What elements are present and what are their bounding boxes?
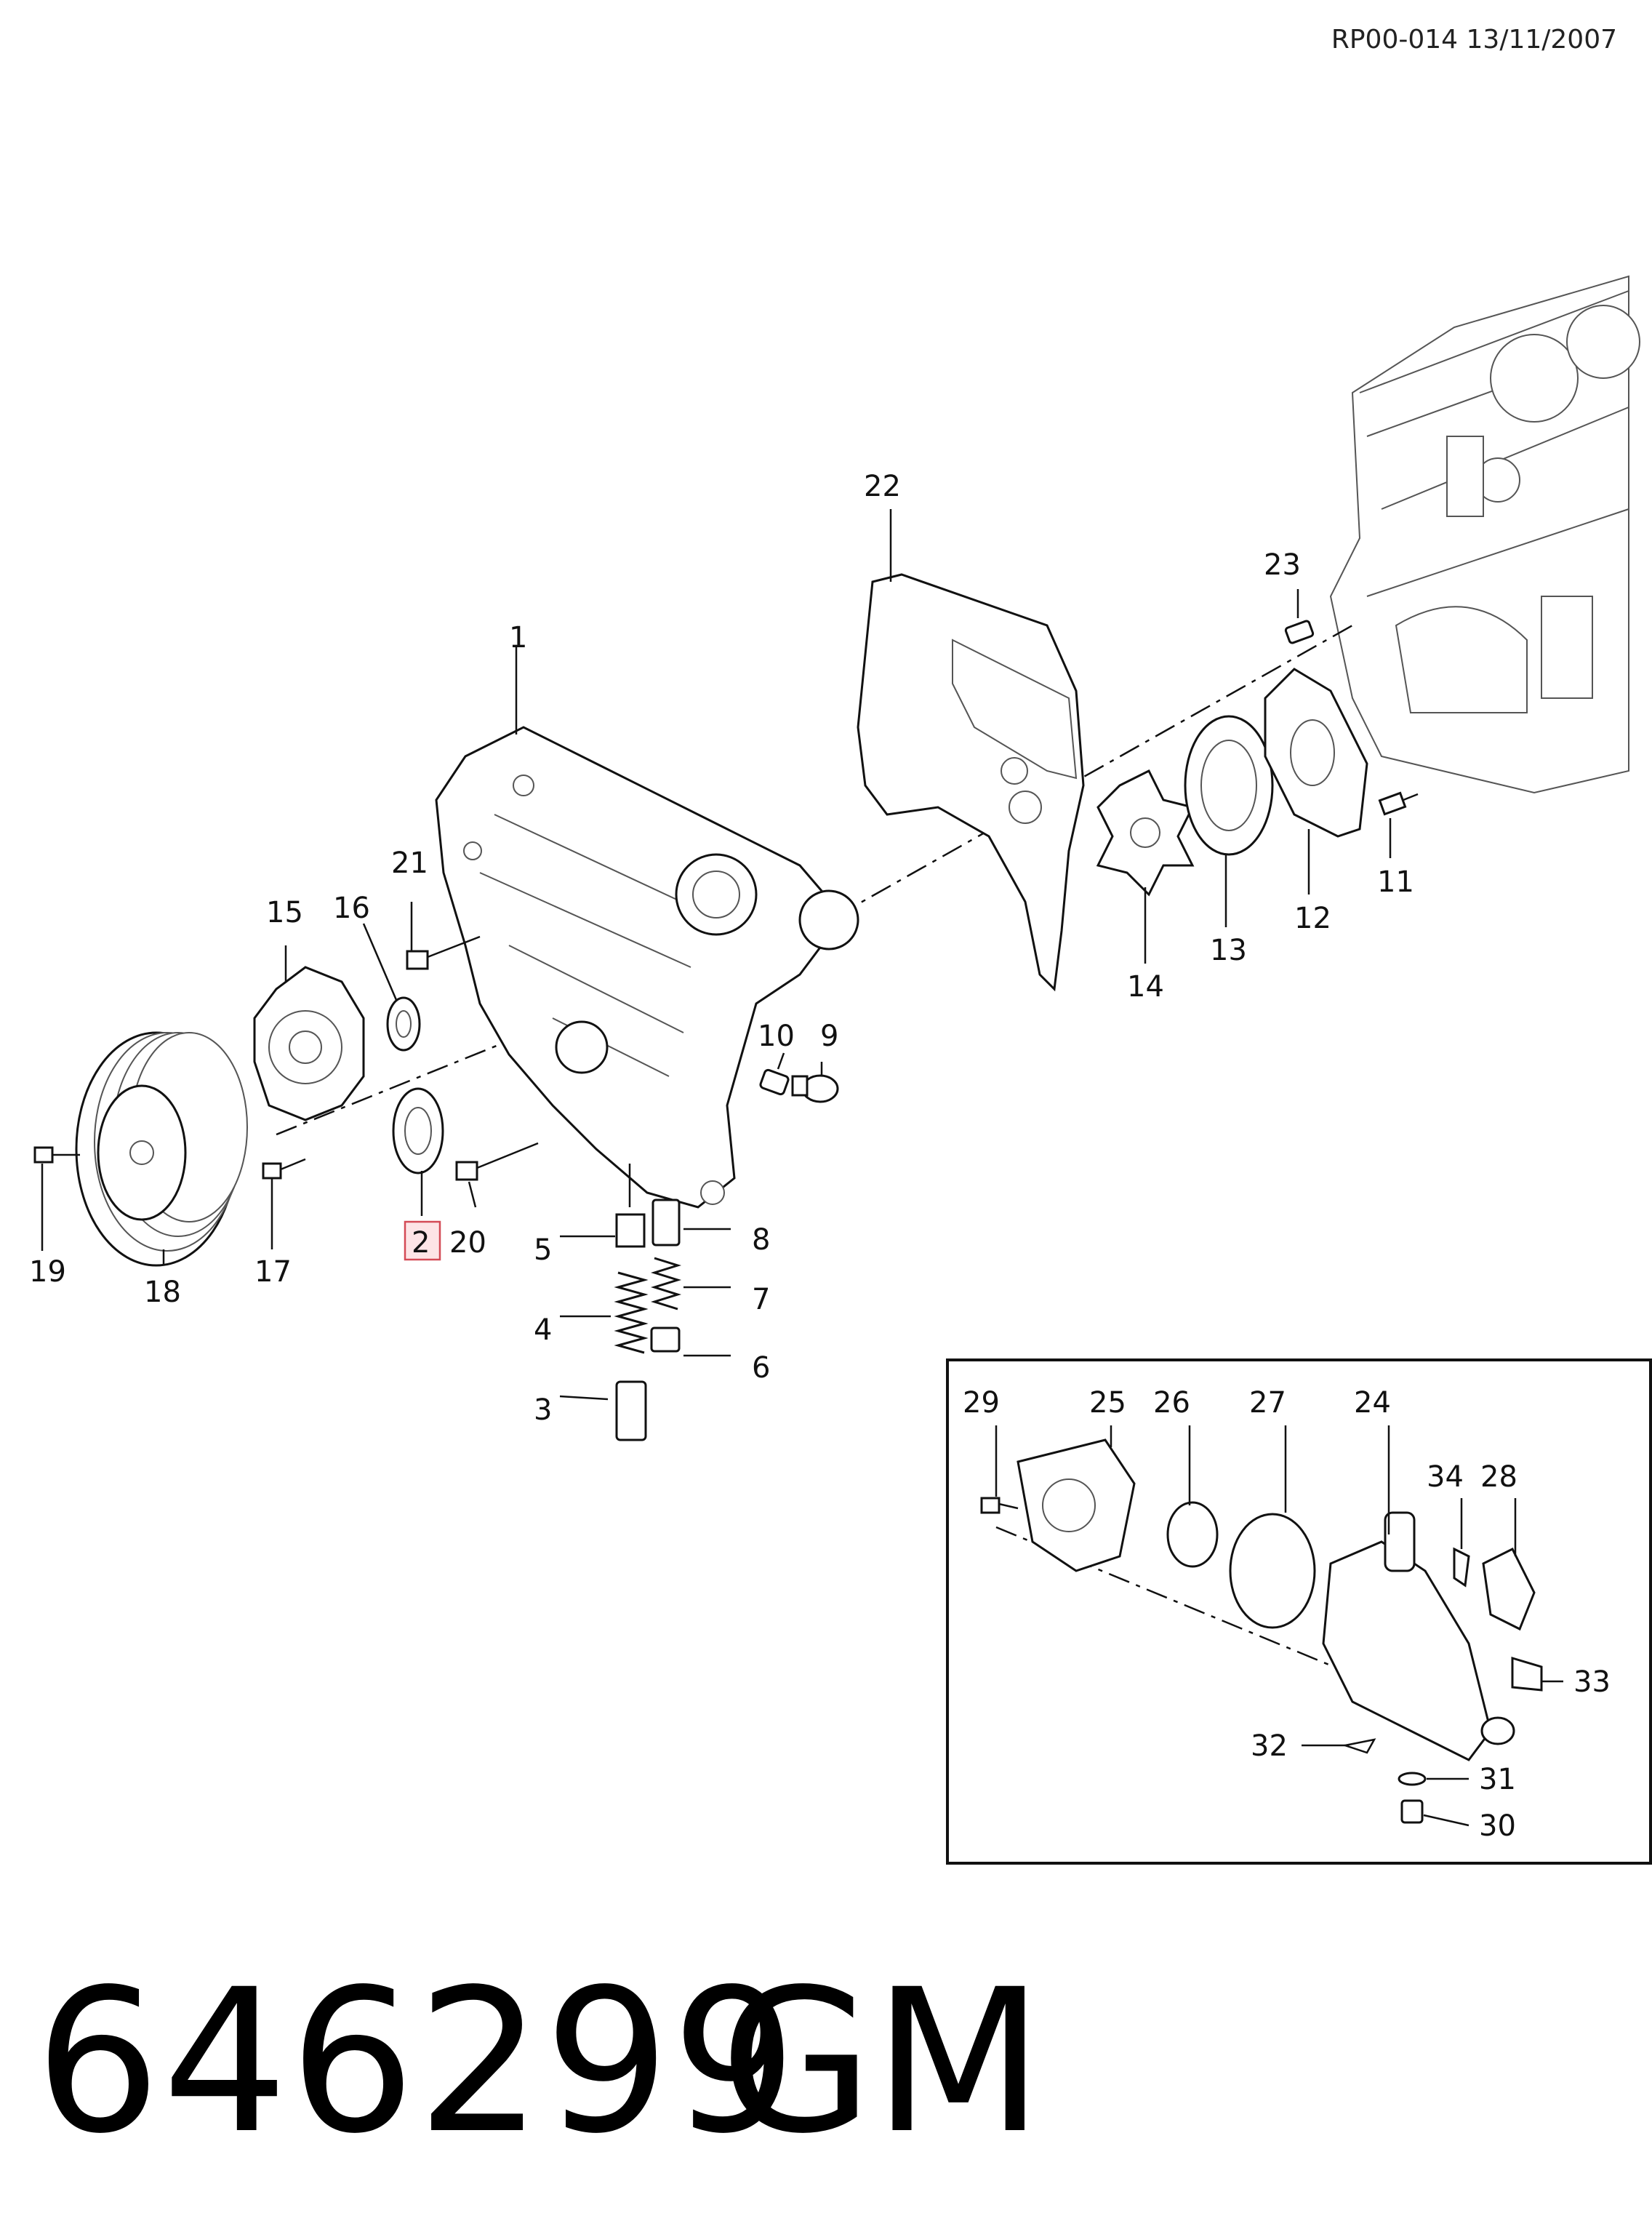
callout-26: 26	[1153, 1386, 1190, 1420]
water-pump	[253, 966, 365, 1121]
callout-15: 15	[266, 896, 303, 929]
dowel-pin	[1284, 620, 1315, 644]
thermostat	[1166, 1501, 1219, 1568]
bolt-21	[406, 935, 481, 970]
callout-27: 27	[1249, 1386, 1286, 1420]
callout-22: 22	[864, 470, 901, 503]
callout-19: 19	[29, 1255, 66, 1289]
callout-28: 28	[1480, 1460, 1517, 1494]
crankshaft-pulley	[75, 1031, 248, 1267]
seal-washer-31	[1398, 1772, 1427, 1786]
callout-6: 6	[752, 1351, 770, 1385]
callout-13: 13	[1210, 934, 1247, 967]
thermostat-housing	[1017, 1438, 1136, 1572]
clip-32	[1342, 1738, 1376, 1754]
callout-25: 25	[1089, 1386, 1126, 1420]
timing-cover-housing	[435, 726, 859, 1209]
callout-17: 17	[254, 1255, 292, 1289]
front-cover-gasket	[857, 573, 1085, 992]
callout-18: 18	[144, 1276, 181, 1309]
callout-20: 20	[449, 1226, 486, 1260]
callout-10: 10	[758, 1020, 795, 1053]
callout-23: 23	[1264, 548, 1301, 582]
bolt-29	[980, 1497, 1019, 1514]
callout-32: 32	[1251, 1729, 1288, 1763]
cover-screw	[1378, 791, 1419, 816]
callout-labels: 1 2 3 4 5 6 7 8 9 10 11 12 13 14 15 16 1…	[29, 470, 1611, 1843]
thermostat-gasket	[1229, 1513, 1316, 1629]
callout-14: 14	[1127, 970, 1164, 1004]
callout-4: 4	[534, 1313, 552, 1347]
callout-31: 31	[1479, 1763, 1516, 1796]
callout-2-highlight	[404, 1220, 441, 1261]
callout-34: 34	[1427, 1460, 1464, 1494]
callout-30: 30	[1479, 1809, 1516, 1843]
bolt-20	[455, 1142, 539, 1181]
bolt-19	[33, 1146, 80, 1164]
callout-5: 5	[534, 1233, 552, 1267]
plug-screw	[791, 1074, 839, 1103]
sensor-33	[1511, 1656, 1543, 1692]
callout-21: 21	[391, 847, 428, 880]
assembly-axis-main	[835, 624, 1353, 918]
callout-1: 1	[509, 621, 527, 655]
engine-block-drawing	[1329, 275, 1640, 794]
leader-lines	[41, 509, 1563, 1827]
callout-12: 12	[1294, 902, 1331, 935]
clip-34	[1453, 1547, 1470, 1588]
assembly-axis-pump	[276, 922, 801, 1136]
callout-7: 7	[752, 1283, 770, 1316]
drain-plug-30	[1400, 1799, 1424, 1824]
coolant-outlet-housing	[1322, 1511, 1515, 1761]
pressure-relief-valve-stack	[614, 1164, 682, 1441]
bolt-17	[262, 1158, 306, 1180]
callout-29: 29	[963, 1386, 1000, 1420]
callout-16: 16	[333, 892, 370, 925]
brand-name: GM	[720, 1948, 1044, 2177]
callout-24: 24	[1354, 1386, 1391, 1420]
seal-ring-28	[1482, 1547, 1536, 1631]
callout-9: 9	[820, 1020, 838, 1053]
callout-2: 2	[412, 1226, 430, 1260]
callout-3: 3	[534, 1393, 552, 1427]
callout-8: 8	[752, 1223, 770, 1257]
callout-11: 11	[1377, 865, 1414, 899]
part-number-title: 646299	[35, 1948, 799, 2177]
reference-code: RP00-014 13/11/2007	[1331, 25, 1617, 55]
callout-33: 33	[1573, 1665, 1611, 1699]
sleeve	[759, 1068, 790, 1096]
thermostat-inset-frame	[946, 1358, 1652, 1865]
